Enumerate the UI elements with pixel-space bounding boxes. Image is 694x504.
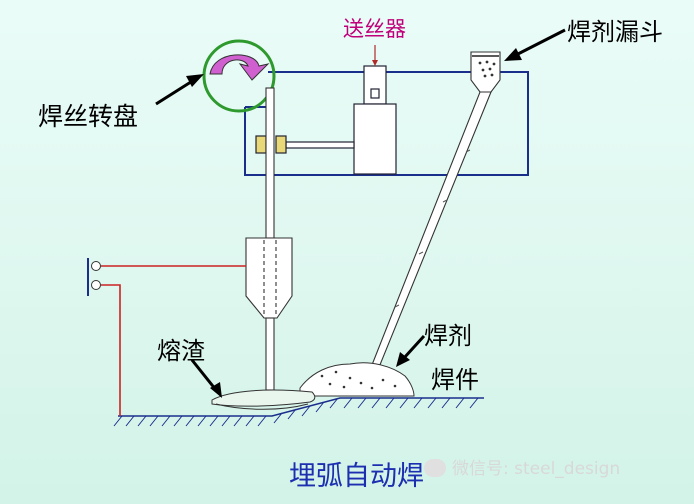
power-circuit xyxy=(87,258,246,416)
wire-reel xyxy=(202,39,276,113)
flux-label: 焊剂 xyxy=(424,322,472,350)
slag-layer xyxy=(211,389,316,410)
workpiece-label: 焊件 xyxy=(431,366,479,394)
drive-shaft xyxy=(255,135,355,154)
wechat-icon xyxy=(424,459,446,477)
wire-feeder xyxy=(353,45,397,175)
wire-feeder-label: 送丝器 xyxy=(343,17,406,41)
diagram-title: 埋弧自动焊 xyxy=(289,461,424,492)
wire-reel-label: 焊丝转盘 xyxy=(38,102,139,131)
watermark-text: 微信号: steel_design xyxy=(452,459,621,479)
workpiece-ground xyxy=(113,397,484,427)
electrode-column xyxy=(245,87,293,391)
watermark: 微信号: steel_design xyxy=(424,454,620,479)
slag-label: 熔渣 xyxy=(157,337,205,365)
pointer-arrows xyxy=(155,28,566,398)
flux-mound xyxy=(299,362,415,397)
flux-funnel-label: 焊剂漏斗 xyxy=(567,18,663,46)
